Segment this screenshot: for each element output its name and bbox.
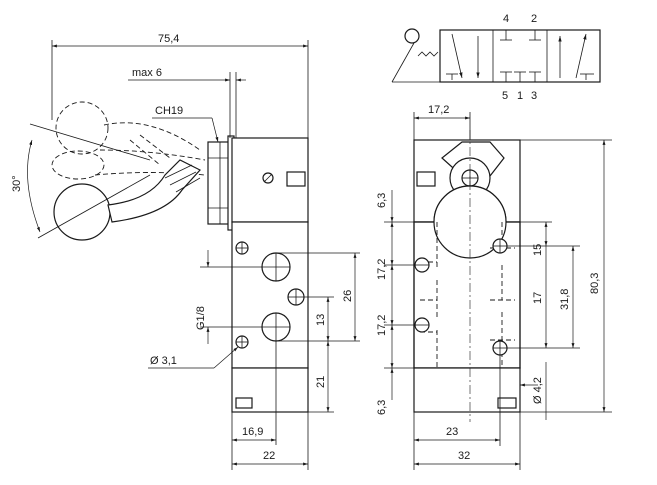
dim-angle: 30° (11, 175, 23, 192)
dim-port-pitch: 26 (342, 290, 354, 302)
hex-nut (207, 135, 235, 231)
port-label-4: 4 (503, 13, 509, 25)
lever-handle (53, 159, 201, 241)
side-view: 75,4 max 6 CH19 30° G1/8 Ø 3,1 26 (11, 33, 360, 470)
dim-right-hole: Ø 4,2 (532, 377, 544, 404)
dim-lever-offset: max 6 (132, 67, 162, 79)
port-label-2: 2 (531, 13, 537, 25)
dim-side-bottom: 6,3 (376, 400, 388, 415)
front-hole-top (414, 257, 430, 273)
port-label-3: 3 (531, 90, 537, 102)
port-lower (261, 312, 291, 342)
dim-width-body: 22 (263, 450, 275, 462)
front-hole-right-top (492, 238, 508, 254)
pneumatic-symbol: 4 2 5 1 3 (391, 13, 601, 102)
mounting-hole-top (235, 241, 249, 255)
port-upper (261, 252, 291, 282)
dim-width-23: 23 (446, 426, 458, 438)
dim-right-31: 31,8 (559, 289, 571, 310)
mounting-hole-bottom (235, 335, 249, 349)
dim-right-17: 17 (532, 292, 544, 304)
port-label-5: 5 (502, 90, 508, 102)
dim-thread: G1/8 (195, 306, 207, 330)
dim-bottom-height: 21 (315, 376, 327, 388)
port-label-1: 1 (517, 90, 523, 102)
front-view: 17,2 6,3 17,2 17,2 6,3 15 17 31,8 80,3 Ø… (376, 104, 612, 470)
dim-top-offset: 17,2 (428, 104, 449, 116)
dim-overall-length: 75,4 (158, 33, 179, 45)
dim-side-top: 6,3 (376, 193, 388, 208)
front-hole-bottom (414, 317, 430, 333)
dim-width-32: 32 (458, 450, 470, 462)
port-mid (287, 288, 305, 306)
dim-hex: CH19 (155, 105, 183, 117)
dim-width-inner: 16,9 (242, 426, 263, 438)
dim-port-half: 13 (315, 314, 327, 326)
dim-right-15: 15 (532, 244, 544, 256)
dim-right-80: 80,3 (589, 273, 601, 294)
front-hole-right-bottom (492, 340, 508, 356)
dim-side-lower: 17,2 (376, 315, 388, 336)
dim-hole: Ø 3,1 (150, 355, 177, 367)
dim-side-upper: 17,2 (376, 259, 388, 280)
